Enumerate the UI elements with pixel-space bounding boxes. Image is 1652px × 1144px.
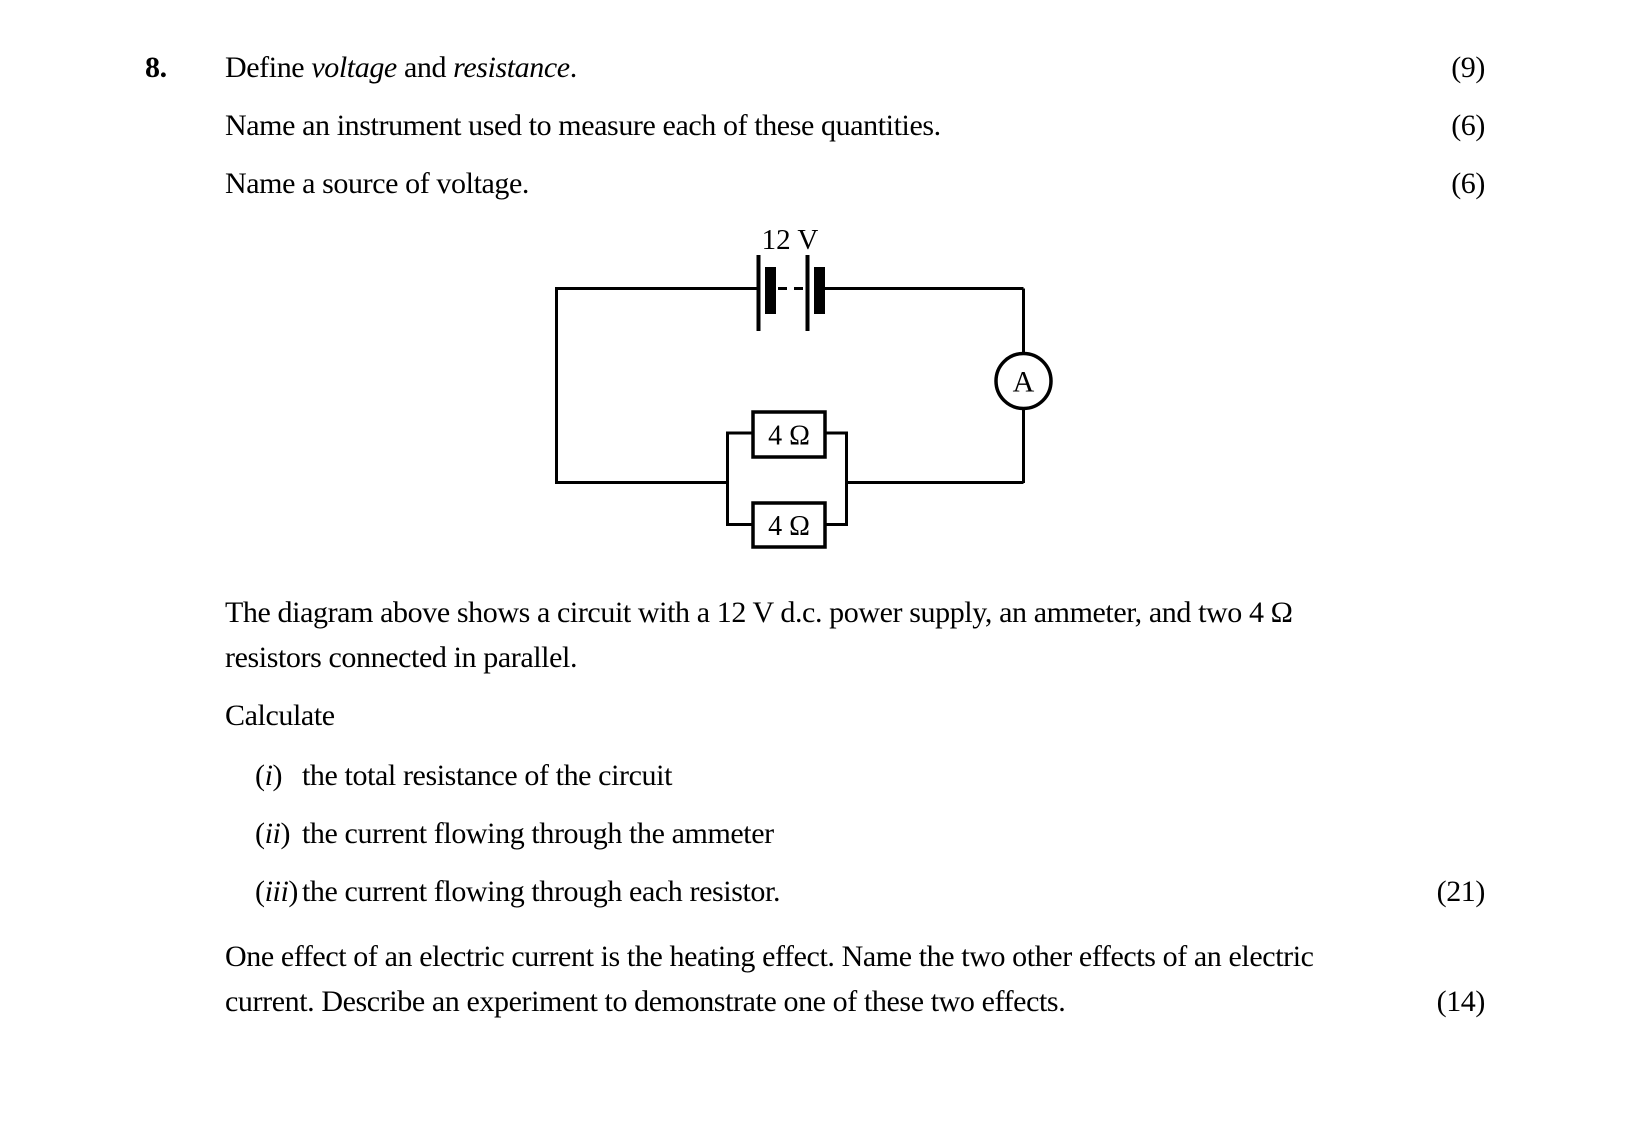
- ammeter-icon: A: [994, 351, 1053, 411]
- question-part-1: Define voltage and resistance.: [225, 50, 577, 86]
- item-iii-text: the current flowing through each resisto…: [302, 875, 781, 908]
- description-line-2: resistors connected in parallel.: [225, 641, 578, 674]
- item-ii-numeral: (ii): [255, 816, 302, 852]
- item-i-text: the total resistance of the circuit: [302, 759, 673, 792]
- effects-line-1: One effect of an electric current is the…: [225, 940, 1314, 973]
- item-iii-paren-open: (: [255, 875, 265, 908]
- question-part-3: Name a source of voltage.: [225, 167, 530, 200]
- item-ii-roman: ii: [264, 817, 281, 850]
- parallel-junction-right: [825, 431, 848, 526]
- part1-term-voltage: voltage: [311, 51, 397, 84]
- resistor-bottom-label: 4 Ω: [768, 511, 810, 542]
- ammeter-label: A: [1013, 366, 1035, 399]
- circuit-wires: [555, 287, 1025, 526]
- item-iii-roman: iii: [264, 875, 289, 908]
- part1-term-resistance: resistance: [453, 51, 570, 84]
- ammeter-circle: [994, 351, 1053, 411]
- question-number: 8.: [145, 51, 167, 84]
- calculate-item-i: (i)the total resistance of the circuit: [255, 758, 672, 794]
- description-line-1: The diagram above shows a circuit with a…: [225, 596, 1293, 629]
- marks-part-1: (9): [1451, 51, 1485, 84]
- resistor-top-label: 4 Ω: [768, 421, 810, 452]
- question-part-2: Name an instrument used to measure each …: [225, 109, 941, 142]
- marks-part-2: (6): [1451, 109, 1485, 142]
- part1-text: Define: [225, 51, 312, 84]
- battery-short-terminal-right: [814, 267, 825, 314]
- resistor-top-box: [751, 410, 827, 459]
- item-ii-paren-open: (: [255, 817, 265, 850]
- resistor-top: 4 Ω: [751, 410, 827, 459]
- effects-line-2: current. Describe an experiment to demon…: [225, 985, 1066, 1018]
- wire-left-loop: [555, 287, 757, 484]
- marks-part-3: (6): [1451, 167, 1485, 200]
- item-iii-paren-close: ): [288, 875, 298, 908]
- calculate-item-iii: (iii)the current flowing through each re…: [255, 874, 780, 910]
- resistor-bottom: 4 Ω: [751, 501, 827, 549]
- marks-effects: (14): [1436, 985, 1486, 1018]
- diagram-description: The diagram above shows a circuit with a…: [225, 590, 1293, 680]
- part1-and: and: [396, 51, 454, 84]
- circuit-diagram: 12 V A 4 Ω 4 Ω: [555, 224, 1053, 549]
- item-i-numeral: (i): [255, 758, 302, 794]
- parallel-junction-left: [726, 431, 753, 526]
- part1-period: .: [569, 51, 578, 84]
- calculate-heading: Calculate: [225, 699, 335, 732]
- marks-calculate: (21): [1436, 875, 1486, 908]
- battery-icon: 12 V: [756, 224, 825, 331]
- item-ii-paren-close: ): [280, 817, 291, 850]
- battery-short-terminal-left: [765, 267, 776, 314]
- effects-paragraph: One effect of an electric current is the…: [225, 934, 1314, 1024]
- item-i-roman: i: [264, 759, 273, 792]
- item-i-paren-open: (: [255, 759, 265, 792]
- item-iii-numeral: (iii): [255, 874, 302, 910]
- resistor-bottom-box: [751, 501, 827, 549]
- item-i-paren-close: ): [272, 759, 283, 792]
- battery-voltage-label: 12 V: [762, 224, 819, 256]
- calculate-item-ii: (ii)the current flowing through the amme…: [255, 816, 774, 852]
- item-ii-text: the current flowing through the ammeter: [302, 817, 774, 850]
